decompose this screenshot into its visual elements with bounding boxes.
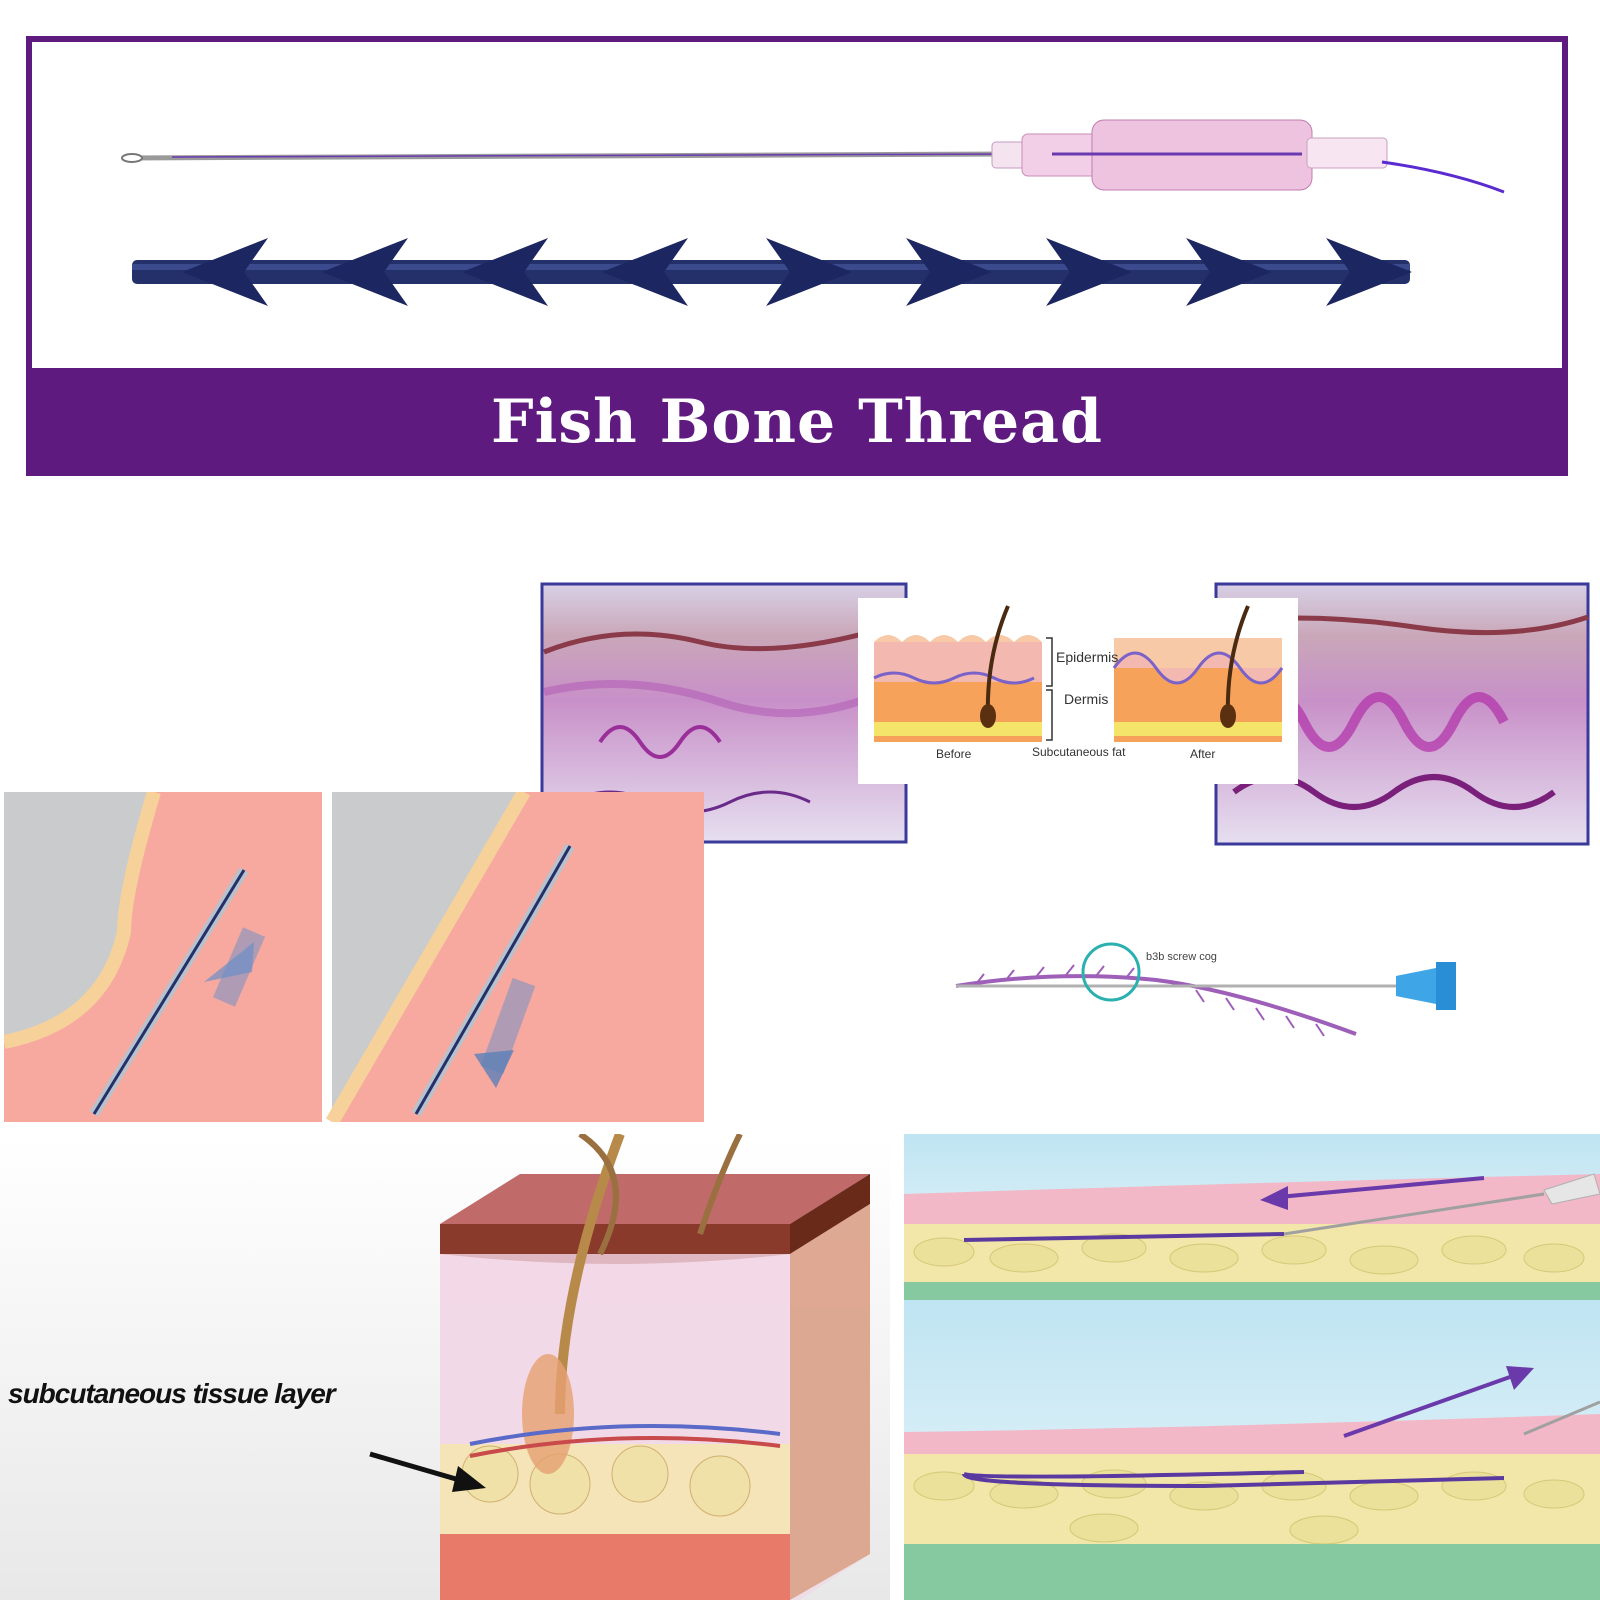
after-label: After xyxy=(1190,747,1215,761)
after-skin-block xyxy=(1112,605,1284,742)
fishbone-thread-icon xyxy=(132,238,1412,306)
thread-placement-diagram xyxy=(904,1134,1600,1600)
thread-insertion-diagram xyxy=(2,788,704,1126)
before-skin-block xyxy=(873,605,1042,742)
title-banner: Fish Bone Thread xyxy=(26,368,1568,476)
insertion-step-2 xyxy=(325,788,704,1126)
page-title: Fish Bone Thread xyxy=(491,387,1103,457)
needle-and-thread-illustration xyxy=(121,119,1505,306)
skin-layers-diagram: Epidermis Dermis Subcutaneous fat Before… xyxy=(858,598,1298,784)
placement-step-1 xyxy=(904,1134,1600,1300)
placement-step-2 xyxy=(904,1300,1600,1600)
epidermis-label: Epidermis xyxy=(1056,649,1118,665)
dermis-label: Dermis xyxy=(1064,691,1108,707)
insertion-step-1 xyxy=(2,789,322,1122)
cog-thread-illustration: b3b screw cog xyxy=(936,940,1496,1050)
fat-layer xyxy=(440,1444,790,1534)
cannula-needle xyxy=(121,119,1505,194)
subcutaneous-fat-label: Subcutaneous fat xyxy=(1032,745,1126,759)
cog-label: b3b screw cog xyxy=(1146,951,1217,963)
subcutaneous-label: subcutaneous tissue layer xyxy=(8,1378,336,1409)
skin-cross-section: subcutaneous tissue layer xyxy=(0,1131,890,1600)
before-label: Before xyxy=(936,747,972,761)
